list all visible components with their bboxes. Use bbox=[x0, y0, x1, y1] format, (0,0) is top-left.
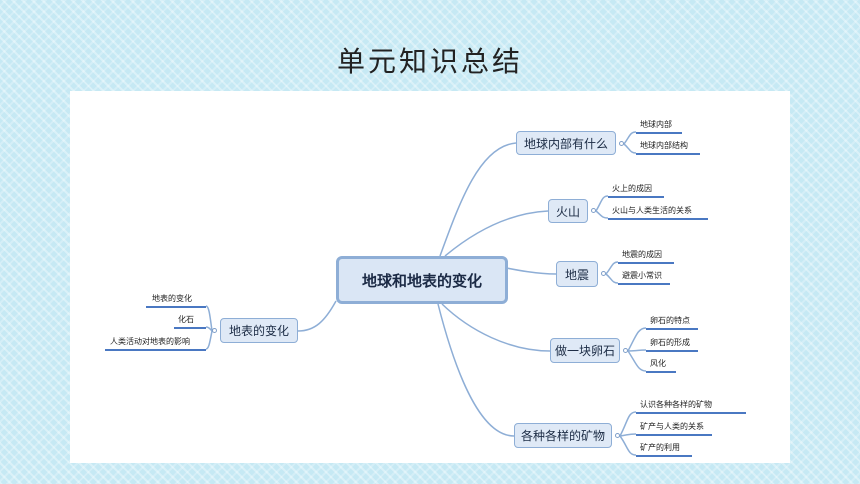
connector-minerals bbox=[437, 303, 515, 437]
branch-pebble[interactable]: 做一块卵石 bbox=[550, 338, 620, 363]
connector-leaf bbox=[205, 330, 213, 350]
connector-leaf bbox=[205, 305, 213, 332]
connector-leaf bbox=[605, 273, 619, 284]
connector-leaf bbox=[595, 195, 609, 212]
branch-volcano[interactable]: 火山 bbox=[548, 199, 588, 223]
mindmap-canvas: 地球和地表的变化 地球内部有什么 地球内部 地球内部结构 火山 火上的成因 火山… bbox=[70, 91, 790, 463]
leaf-underline bbox=[636, 455, 692, 457]
leaf-minerals-use[interactable]: 矿产的利用 bbox=[640, 443, 680, 452]
slide-title: 单元知识总结 bbox=[336, 45, 523, 78]
leaf-underline bbox=[608, 196, 664, 198]
leaf-underline bbox=[646, 350, 698, 352]
branch-earthquake[interactable]: 地震 bbox=[556, 261, 598, 287]
collapse-knob[interactable] bbox=[615, 433, 620, 438]
leaf-underline bbox=[636, 153, 700, 155]
connector-leaf bbox=[605, 261, 619, 275]
leaf-pebble-feature[interactable]: 卵石的特点 bbox=[650, 316, 690, 325]
leaf-pebble-formation[interactable]: 卵石的形成 bbox=[650, 338, 690, 347]
connector-leaf bbox=[623, 143, 637, 154]
leaf-fossil[interactable]: 化石 bbox=[178, 315, 194, 324]
leaf-underline bbox=[636, 132, 682, 134]
branch-earth-interior[interactable]: 地球内部有什么 bbox=[516, 131, 616, 155]
connector-leaf bbox=[623, 131, 637, 145]
leaf-earth-interior[interactable]: 地球内部 bbox=[640, 120, 672, 129]
leaf-underline bbox=[636, 412, 746, 414]
collapse-knob[interactable] bbox=[601, 271, 606, 276]
connector-pebble bbox=[441, 303, 551, 352]
collapse-knob[interactable] bbox=[212, 328, 217, 333]
leaf-weathering[interactable]: 风化 bbox=[650, 359, 666, 368]
leaf-volcano-life[interactable]: 火山与人类生活的关系 bbox=[612, 206, 692, 215]
leaf-underline bbox=[636, 434, 712, 436]
leaf-underline bbox=[146, 306, 206, 308]
leaf-surface-change[interactable]: 地表的变化 bbox=[152, 294, 192, 303]
leaf-underline bbox=[646, 328, 698, 330]
leaf-earthquake-cause[interactable]: 地震的成因 bbox=[622, 250, 662, 259]
leaf-underline bbox=[618, 283, 670, 285]
branch-minerals[interactable]: 各种各样的矿物 bbox=[514, 423, 612, 448]
branch-surface-change[interactable]: 地表的变化 bbox=[220, 318, 298, 343]
leaf-underline bbox=[174, 327, 206, 329]
connector-leaf bbox=[619, 411, 637, 437]
leaf-earth-structure[interactable]: 地球内部结构 bbox=[640, 141, 688, 150]
leaf-earthquake-tips[interactable]: 避震小常识 bbox=[622, 271, 662, 280]
leaf-minerals-know[interactable]: 认识各种各样的矿物 bbox=[640, 400, 712, 409]
leaf-human-impact[interactable]: 人类活动对地表的影响 bbox=[110, 337, 190, 346]
connector-leaf bbox=[619, 435, 637, 456]
root-topic[interactable]: 地球和地表的变化 bbox=[336, 256, 508, 304]
leaf-volcano-cause[interactable]: 火上的成因 bbox=[612, 184, 652, 193]
connector-leaf bbox=[619, 433, 637, 437]
connector-surface-change bbox=[297, 300, 337, 332]
leaf-underline bbox=[105, 349, 206, 351]
collapse-knob[interactable] bbox=[619, 141, 624, 146]
leaf-underline bbox=[618, 262, 674, 264]
connector-leaf bbox=[627, 327, 647, 352]
connector-leaf bbox=[205, 326, 213, 332]
connector-leaf bbox=[627, 349, 647, 352]
connector-leaf bbox=[595, 210, 609, 219]
collapse-knob[interactable] bbox=[591, 208, 596, 213]
connector-leaf bbox=[627, 350, 647, 372]
leaf-underline bbox=[608, 218, 708, 220]
connector-volcano bbox=[444, 210, 549, 257]
leaf-minerals-relation[interactable]: 矿产与人类的关系 bbox=[640, 422, 704, 431]
collapse-knob[interactable] bbox=[623, 348, 628, 353]
connector-earth-interior bbox=[439, 142, 517, 257]
leaf-underline bbox=[646, 371, 676, 373]
